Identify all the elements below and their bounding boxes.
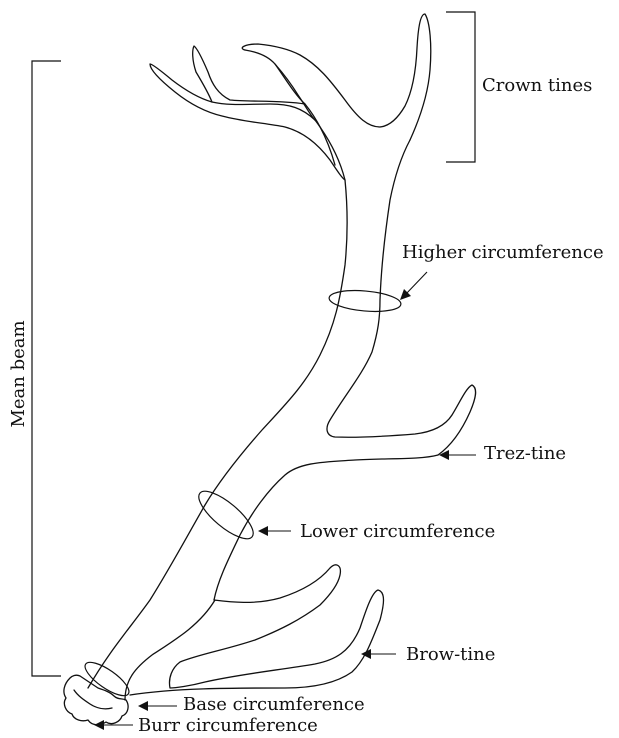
crown-small-tine [193, 46, 305, 104]
crown-middle-tine [245, 50, 315, 120]
higher-circumference-label: Higher circumference [402, 242, 604, 263]
crown-tines-label: Crown tines [482, 75, 592, 96]
burr-inner-detail [74, 690, 112, 709]
trez-tine-label: Trez-tine [484, 443, 566, 464]
lower-circumference-label: Lower circumference [300, 521, 495, 542]
lower-circumference-arrow [258, 526, 291, 536]
mean-beam-label: Mean beam [8, 320, 29, 427]
brow-tine-arrow [361, 649, 396, 659]
mean-beam-bracket [32, 61, 61, 676]
burr-circumference-label: Burr circumference [138, 715, 318, 733]
trez-tine-arrow [439, 450, 476, 460]
lower-circumference-ring [192, 484, 260, 546]
base-circumference-label: Base circumference [183, 694, 365, 715]
brow-tine-label: Brow-tine [406, 644, 495, 665]
crown-inner-ridge [275, 64, 335, 165]
crown-tines-bracket [446, 12, 475, 162]
crown-right-tine [242, 14, 431, 140]
antler-outline [88, 14, 476, 700]
brow-tine-outline [130, 565, 384, 695]
burr-circumference-arrow [94, 720, 133, 730]
higher-circumference-arrow [400, 272, 427, 300]
beam-left-edge [88, 120, 347, 688]
base-circumference-arrow [138, 701, 177, 711]
